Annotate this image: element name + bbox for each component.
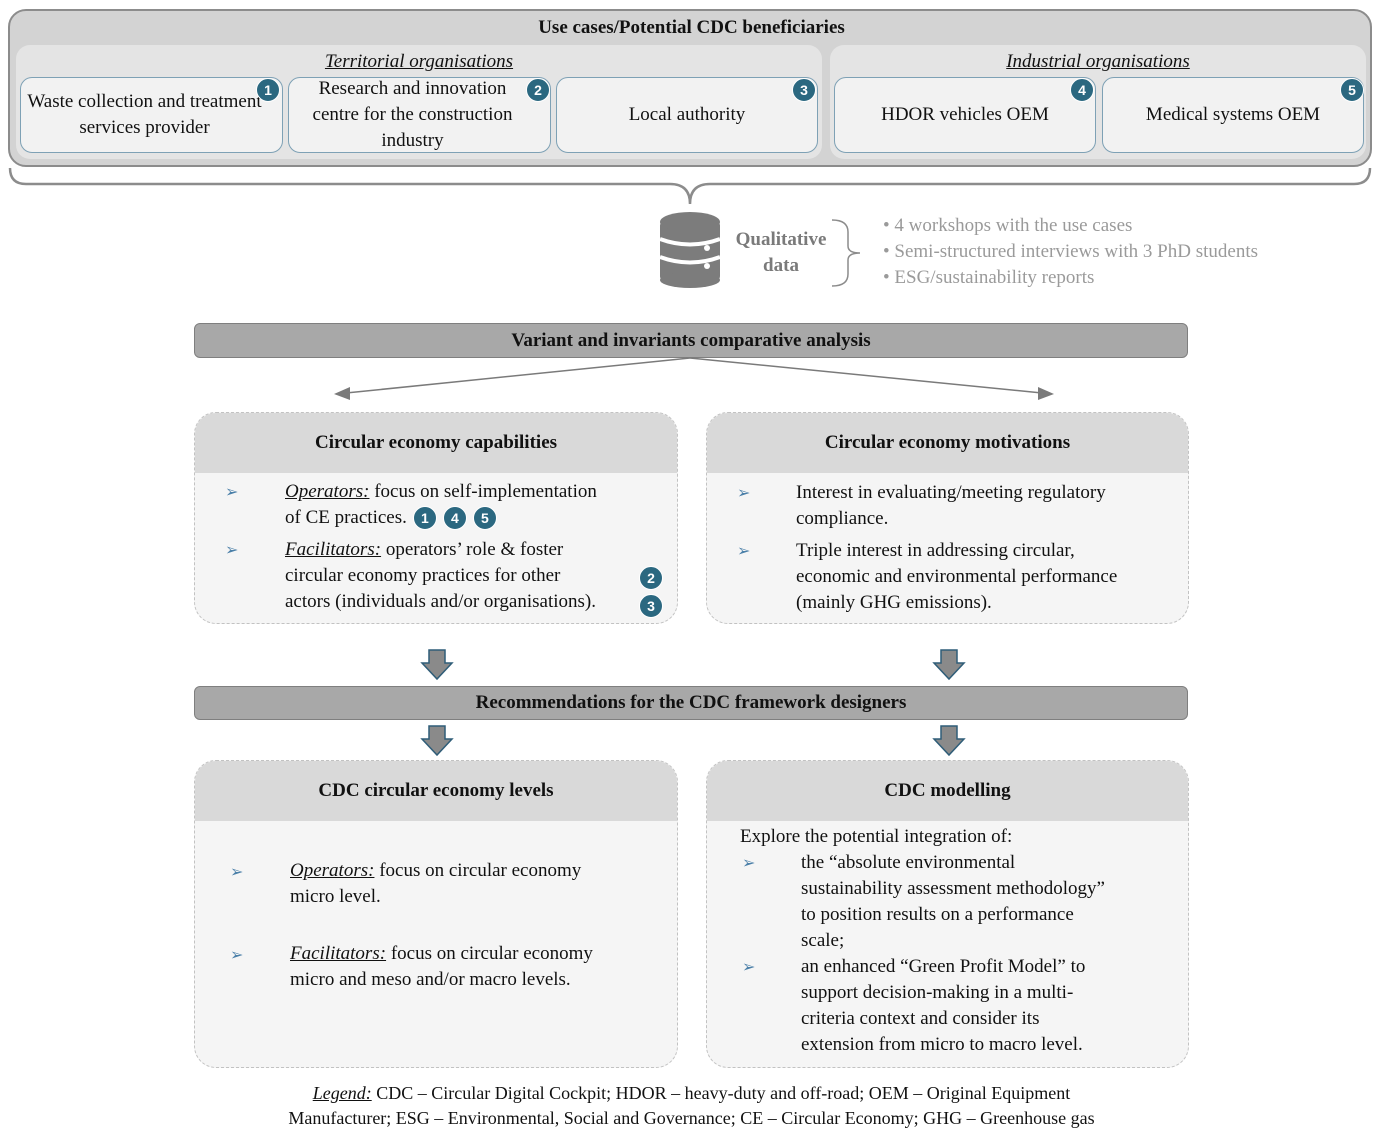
arrow-bullet-icon: ➢ [225,540,239,559]
use-case-label: Medical systems OEM [1145,104,1321,125]
badge-5: 5 [472,506,497,530]
source-item: • Semi-structured interviews with 3 PhD … [883,241,1259,262]
facilitators-term: Facilitators: [285,539,382,560]
territorial-title: Territorial organisations [324,51,514,72]
use-case-badge-3: 3 [792,78,816,102]
motivations-title: Circular economy motivations [707,413,1188,473]
capabilities-operators: Operators: focus on self-implementation … [285,481,597,530]
arrow-bullet-icon: ➢ [230,862,244,881]
use-case-badge-2: 2 [526,78,550,102]
arrow-bullet-icon: ➢ [230,945,244,964]
down-arrow-icon [932,649,966,681]
qualitative-data-label: Qualitative data [725,227,837,279]
diverging-arrows [334,357,1054,400]
use-cases-title: Use cases/Potential CDC beneficiaries [538,17,845,38]
motivations-panel: Circular economy motivations [706,412,1189,624]
modelling-item-1: the “absolute environmental sustainabili… [801,852,1105,951]
arrow-bullet-icon: ➢ [737,483,751,502]
down-arrow-icon [420,725,454,757]
analysis-bar: Variant and invariants comparative analy… [194,323,1188,358]
qualitative-line-1: Qualitative [735,229,827,250]
database-icon [659,212,721,288]
capabilities-title: Circular economy capabilities [195,413,677,473]
operators-term: Operators: [290,860,375,881]
legend: Legend: CDC – Circular Digital Cockpit; … [0,1081,1383,1131]
arrow-bullet-icon: ➢ [737,541,751,560]
use-case-badge-5: 5 [1340,78,1364,102]
sources-list: • 4 workshops with the use cases • Semi-… [883,213,1258,291]
levels-operators: Operators: focus on circular economy mic… [290,860,582,907]
operators-term: Operators: [285,481,370,502]
modelling-panel: CDC modelling [706,760,1189,1068]
badge-4: 4 [442,506,467,530]
capabilities-facilitators: Facilitators: operators’ role & foster c… [285,539,596,612]
arrow-bullet-icon: ➢ [742,853,756,872]
down-arrow-icon [420,649,454,681]
arrow-bullet-icon: ➢ [742,957,756,976]
use-case-card-1: Waste collection and treatment services … [20,77,283,153]
facilitators-term: Facilitators: [290,943,387,964]
recommendations-bar: Recommendations for the CDC framework de… [194,686,1188,720]
badge-1: 1 [412,506,437,530]
legend-line-2: Manufacturer; ESG – Environmental, Socia… [288,1108,1095,1128]
levels-panel: CDC circular economy levels [194,760,678,1068]
source-item: • ESG/sustainability reports [883,267,1095,288]
legend-term: Legend: [312,1083,372,1103]
bullet-dot: • [883,241,895,262]
levels-title: CDC circular economy levels [195,761,677,821]
down-arrow-icon [932,725,966,757]
qualitative-line-2: data [763,255,799,276]
modelling-intro: Explore the potential integration of: [740,826,1013,847]
use-case-label: Local authority [628,104,746,125]
modelling-title: CDC modelling [707,761,1188,821]
bottom-brace [8,167,1372,205]
use-case-card-5: Medical systems OEM [1102,77,1364,153]
motivations-item-2: Triple interest in addressing circular, … [796,540,1118,613]
arrow-bullet-icon: ➢ [225,482,239,501]
modelling-item-2: an enhanced “Green Profit Model” to supp… [801,956,1086,1055]
industrial-title: Industrial organisations [1006,51,1190,72]
bullet-dot: • [883,215,895,236]
use-case-label: Waste collection and treatment services … [27,91,262,138]
use-case-badge-1: 1 [256,78,280,102]
use-case-label: Research and innovation centre for the c… [312,78,513,151]
use-case-card-2: Research and innovation centre for the c… [288,77,551,153]
badge-2: 2 [639,566,663,590]
bullet-dot: • [883,267,895,288]
use-case-card-4: HDOR vehicles OEM [834,77,1096,153]
motivations-item-1: Interest in evaluating/meeting regulator… [796,482,1106,529]
legend-line-1: Legend: CDC – Circular Digital Cockpit; … [312,1083,1071,1103]
levels-facilitators: Facilitators: focus on circular economy … [290,943,593,990]
sources-brace [831,219,861,287]
use-case-label: HDOR vehicles OEM [881,104,1049,125]
use-case-badge-4: 4 [1070,78,1094,102]
use-case-card-3: Local authority [556,77,818,153]
badge-3: 3 [639,594,663,618]
source-item: • 4 workshops with the use cases [883,215,1133,236]
